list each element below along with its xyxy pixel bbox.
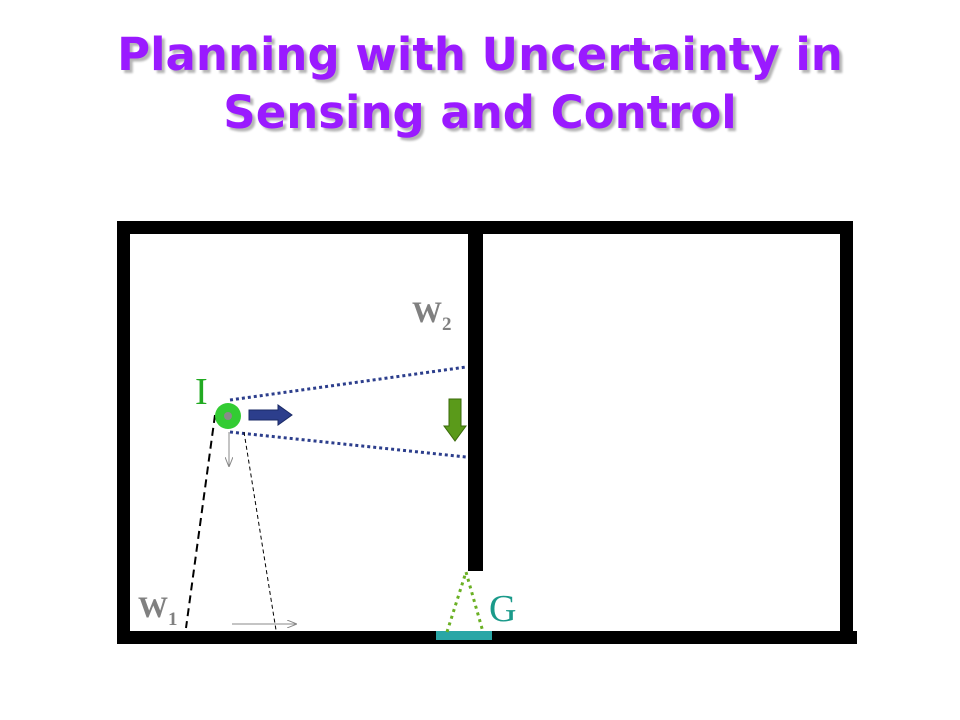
sensing-cone-upper	[229, 365, 467, 402]
label-wall2-main: W	[412, 296, 442, 329]
label-wall1: W1	[138, 591, 178, 630]
label-wall2: W2	[412, 296, 452, 335]
goal-cone	[445, 566, 485, 633]
dashed-line-to-w1	[185, 414, 216, 629]
initial-point	[224, 412, 232, 420]
title-line-1: Planning with Uncertainty in	[117, 28, 843, 81]
label-initial: I	[195, 371, 208, 413]
motion-arrow	[248, 404, 293, 426]
title-line-2: Sensing and Control	[223, 86, 737, 139]
sensing-cone-lower	[229, 430, 467, 459]
label-goal: G	[489, 588, 516, 630]
inner-wall	[468, 221, 483, 571]
label-wall2-sub: 2	[442, 314, 452, 335]
goal-region	[436, 631, 492, 640]
label-wall1-main: W	[138, 591, 168, 624]
outer-wall-top	[117, 221, 852, 234]
outer-wall-left	[117, 221, 130, 644]
outer-wall-right	[840, 221, 853, 639]
command-arrow-down	[443, 398, 467, 442]
label-wall1-sub: 1	[168, 609, 178, 630]
slide-title: Planning with Uncertainty in Sensing and…	[0, 26, 960, 142]
thin-dashed-line	[243, 431, 277, 631]
